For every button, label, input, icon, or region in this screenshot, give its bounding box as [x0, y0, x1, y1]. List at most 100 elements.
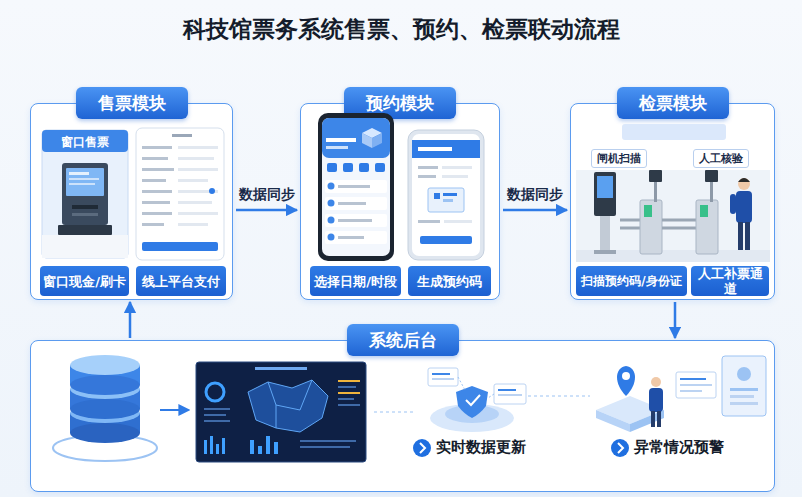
realtime-update-illustration [494, 384, 526, 404]
dashboard-screen [210, 436, 213, 454]
alert-illustration [617, 366, 635, 396]
ticket-gate-illustration [620, 219, 640, 222]
alert-illustration [657, 411, 661, 427]
node-text: 人工补票通道 [694, 266, 766, 296]
ticket-gate-illustration [576, 124, 770, 262]
dashboard-screen [338, 380, 360, 382]
ticket-gate-illustration [654, 176, 657, 202]
reservation-phone [338, 185, 370, 188]
diagram-title: 科技馆票务系统售票、预约、检票联动流程 [0, 14, 802, 45]
dashboard-screen [204, 420, 230, 422]
ticket-gate-illustration [696, 200, 718, 254]
flow-arrow [674, 302, 677, 338]
staff-person [736, 191, 752, 223]
reservation-code-phone [412, 140, 480, 158]
realtime-update-illustration [498, 394, 522, 396]
online-payment-screen [142, 157, 168, 160]
process-pill: 选择日期/时段 [310, 266, 401, 296]
node-text: 线上平台支付 [142, 274, 220, 289]
reservation-phone [328, 234, 335, 241]
ticket-kiosk-illustration [69, 183, 95, 185]
reservation-phone [338, 219, 372, 222]
node-text: 生成预约码 [417, 274, 482, 289]
alert-illustration [730, 395, 754, 398]
node-text: 闸机扫描 [597, 152, 641, 165]
bullet-icon [420, 443, 425, 453]
reservation-phone [362, 128, 382, 138]
reservation-phone [325, 180, 387, 193]
reservation-code-phone [418, 175, 436, 178]
edge-label: 数据同步 [507, 186, 563, 204]
flow-arrow [160, 409, 188, 411]
ticket-gate-illustration [700, 205, 708, 217]
alert-illustration [737, 367, 751, 381]
process-pill: 人工补票通道 [691, 266, 769, 296]
ticket-gate-illustration [640, 200, 662, 254]
database-stack [53, 435, 157, 461]
node-text: 扫描预约码/身份证 [581, 274, 681, 289]
online-payment-screen [178, 157, 214, 160]
online-payment-screen [142, 179, 166, 182]
ticket-kiosk-illustration [42, 235, 128, 258]
realtime-update-illustration [445, 405, 499, 423]
dashboard-screen [338, 404, 360, 406]
ticket-gate-illustration [620, 227, 640, 230]
staff-person [730, 178, 752, 250]
realtime-update-illustration [374, 412, 414, 413]
staff-person [738, 222, 743, 250]
reservation-phone [375, 163, 385, 172]
reservation-phone [325, 197, 387, 210]
reservation-phone [325, 214, 387, 227]
online-payment-screen [172, 134, 192, 137]
dashboard-screen [204, 440, 207, 454]
staff-person [745, 222, 750, 250]
dashboard-screen [196, 362, 366, 462]
reservation-code-phone [442, 166, 472, 169]
alert-illustration [722, 356, 766, 416]
online-payment-screen [142, 242, 218, 251]
database-stack [53, 355, 157, 461]
dashboard-screen [255, 367, 307, 370]
alert-illustration [649, 388, 663, 412]
ticket-gate-illustration [644, 205, 652, 217]
node-text: 窗口现金/刷卡 [43, 274, 126, 289]
bullet-icon [618, 443, 623, 453]
ticket-kiosk-illustration [42, 130, 128, 258]
alert-illustration [596, 356, 766, 432]
reservation-code-phone [408, 130, 484, 260]
reservation-phone [318, 113, 394, 261]
reservation-code-phone [418, 166, 438, 169]
ticket-gate-illustration [576, 170, 770, 262]
online-payment-screen [142, 212, 172, 215]
online-payment-screen [142, 223, 164, 226]
realtime-update-illustration [498, 389, 516, 391]
ticket-gate-illustration [662, 219, 696, 222]
dashboard-screen [248, 380, 328, 432]
ticket-gate-illustration [622, 124, 726, 140]
dashboard-screen [204, 408, 230, 410]
reservation-phone [322, 118, 390, 256]
reservation-phone [338, 202, 366, 205]
realtime-update-illustration [466, 395, 480, 405]
dashboard-screen [196, 362, 366, 462]
database-stack [70, 375, 140, 395]
alert-illustration [680, 378, 706, 380]
ticket-gate-illustration [594, 250, 616, 254]
database-stack [70, 423, 140, 443]
reservation-code-phone [418, 147, 452, 151]
alert-illustration [630, 410, 664, 432]
ticket-kiosk-illustration [69, 172, 89, 175]
staff-person [738, 178, 750, 190]
reservation-phone [325, 231, 387, 244]
flow-arrow [129, 302, 132, 338]
reservation-code-phone [420, 236, 472, 244]
reservation-code-phone [428, 188, 464, 212]
alert-illustration [680, 384, 712, 386]
reservation-phone [326, 146, 348, 149]
alert-illustration [730, 402, 758, 405]
reservation-phone [327, 163, 337, 172]
online-payment-screen [142, 201, 170, 204]
ticket-gate-illustration [662, 227, 696, 230]
reservation-phone [338, 236, 364, 239]
online-payment-screen [142, 168, 174, 171]
